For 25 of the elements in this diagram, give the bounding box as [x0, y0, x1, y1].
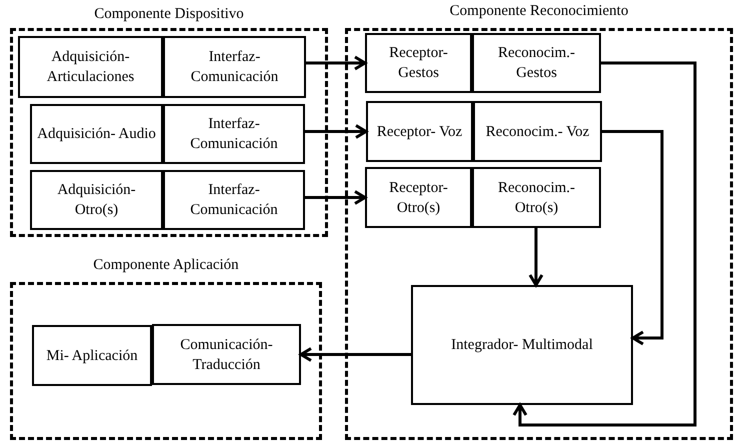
process-box: Receptor- Otro(s) — [365, 167, 472, 228]
process-box: Interfaz- Comunicación — [163, 36, 306, 98]
group-title: Componente Reconocimiento — [448, 2, 630, 21]
group-title: Componente Dispositivo — [93, 5, 245, 24]
arrow — [512, 62, 696, 426]
arrow — [602, 130, 664, 346]
arrow — [306, 56, 366, 70]
process-box: Adquisición- Articulaciones — [18, 36, 163, 98]
process-box: Receptor- Gestos — [365, 33, 472, 93]
process-box: Interfaz- Comunicación — [163, 170, 305, 230]
group-title: Componente Aplicación — [92, 256, 240, 275]
process-box: Interfaz- Comunicación — [163, 104, 305, 164]
arrow — [305, 190, 366, 205]
process-box: Reconocim.- Gestos — [472, 33, 601, 93]
process-box: Mi- Aplicación — [32, 325, 152, 386]
arrow — [305, 124, 368, 139]
process-box: Receptor- Voz — [366, 101, 473, 162]
process-box: Reconocim.- Otro(s) — [472, 167, 601, 228]
process-box: Adquisición- Otro(s) — [30, 170, 163, 230]
process-box: Adquisición- Audio — [30, 104, 163, 164]
arrow — [300, 347, 411, 362]
process-box: Integrador- Multimodal — [411, 285, 633, 405]
process-box: Comunicación- Traducción — [152, 324, 301, 385]
arrow — [528, 228, 544, 286]
process-box: Reconocim.- Voz — [473, 101, 602, 162]
